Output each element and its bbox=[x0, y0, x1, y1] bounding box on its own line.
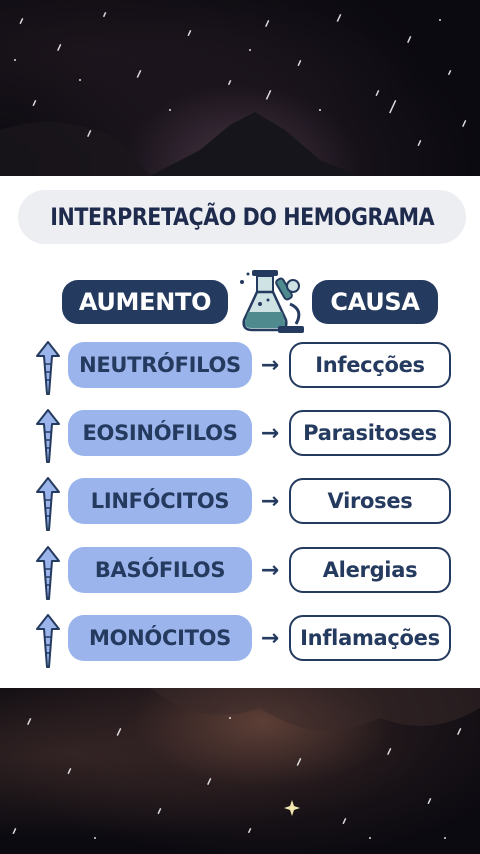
cause-parasitoses: Parasitoses bbox=[289, 410, 451, 456]
starfield-top bbox=[0, 12, 467, 176]
up-arrow-icon bbox=[36, 546, 60, 600]
hemogram-card: INTERPRETAÇÃO DO HEMOGRAMA AUMENTO CAUSA… bbox=[0, 176, 480, 688]
page-title: INTERPRETAÇÃO DO HEMOGRAMA bbox=[50, 203, 434, 231]
space-background-top bbox=[0, 0, 480, 176]
title-banner: INTERPRETAÇÃO DO HEMOGRAMA bbox=[18, 190, 466, 244]
space-background-bottom bbox=[0, 688, 480, 854]
cell-name-monocitos: MONÓCITOS bbox=[68, 615, 252, 661]
cause-alergias: Alergias bbox=[289, 547, 451, 593]
up-arrow-icon bbox=[36, 614, 60, 668]
up-arrow-icon bbox=[36, 477, 60, 531]
cause-viroses: Viroses bbox=[289, 478, 451, 524]
cause-inflamacoes: Inflamações bbox=[289, 615, 451, 661]
header-aumento: AUMENTO bbox=[62, 280, 228, 324]
cell-name-neutrofilos: NEUTRÓFILOS bbox=[68, 342, 252, 388]
connector-arrow: → bbox=[260, 488, 280, 514]
cell-name-linfocitos: LINFÓCITOS bbox=[68, 478, 252, 524]
cell-name-basofilos: BASÓFILOS bbox=[68, 547, 252, 593]
header-causa: CAUSA bbox=[312, 280, 438, 324]
connector-arrow: → bbox=[260, 625, 280, 651]
up-arrow-icon bbox=[36, 341, 60, 395]
connector-arrow: → bbox=[260, 420, 280, 446]
up-arrow-icon bbox=[36, 409, 60, 463]
flask-microscope-icon bbox=[240, 270, 304, 333]
cause-infeccoes: Infecções bbox=[289, 342, 451, 388]
cell-name-eosinofilos: EOSINÓFILOS bbox=[68, 410, 252, 456]
connector-arrow: → bbox=[260, 557, 280, 583]
starfield-bottom bbox=[12, 688, 480, 839]
connector-arrow: → bbox=[260, 352, 280, 378]
sparkle-star-icon bbox=[284, 800, 300, 816]
